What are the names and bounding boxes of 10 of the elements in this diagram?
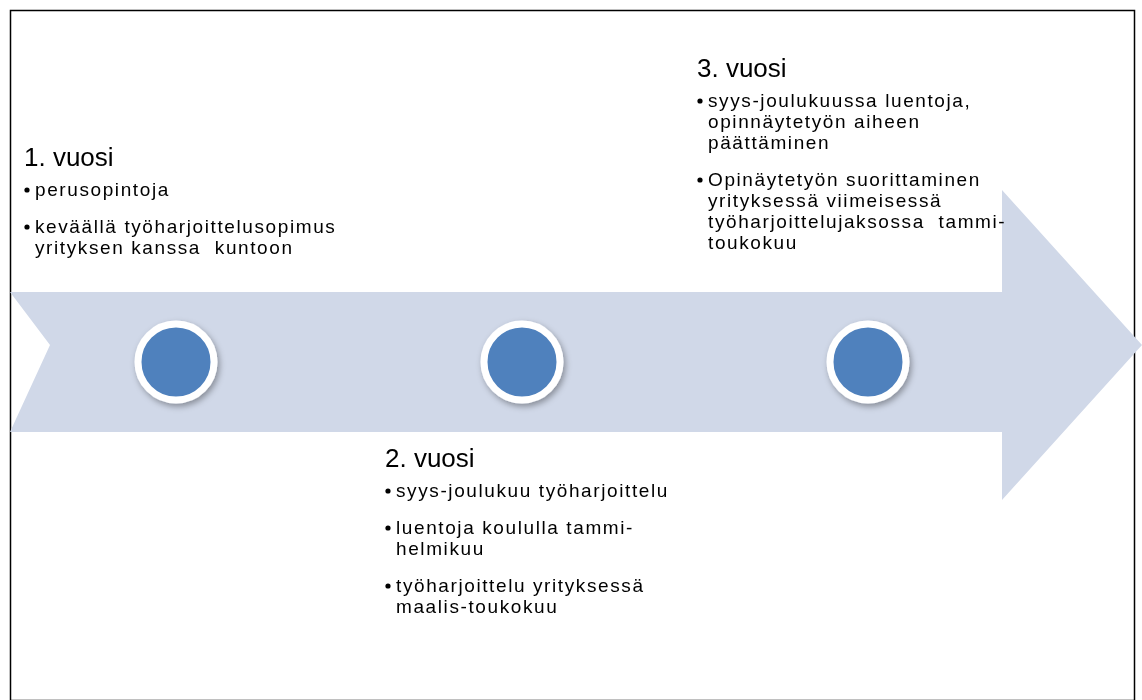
year-heading: 3. vuosi xyxy=(697,53,788,84)
year-heading: 2. vuosi xyxy=(385,443,476,474)
bullet-text: perusopintoja xyxy=(35,179,170,200)
bullet-text: luentoja koululla tammi-helmikuu xyxy=(396,517,635,559)
bullet-text: Opinäytetyön suorittaminen yrityksessä viimeisessä työharjoittelujaksossa tammi-toukokuu xyxy=(708,169,1008,253)
bullet-text: työharjoittelu yrityksessä maalis-toukokuu xyxy=(396,575,646,617)
bullet-text: syys-joulukuussa luentoja, opinnäytetyön aiheen päättäminen xyxy=(708,90,973,153)
bullet-text: syys-joulukuu työharjoittelu xyxy=(396,480,669,501)
bullet-text: keväällä työharjoittelusopimus yrityksen kanssa kuntoon xyxy=(35,216,338,258)
year-heading: 1. vuosi xyxy=(24,142,115,173)
